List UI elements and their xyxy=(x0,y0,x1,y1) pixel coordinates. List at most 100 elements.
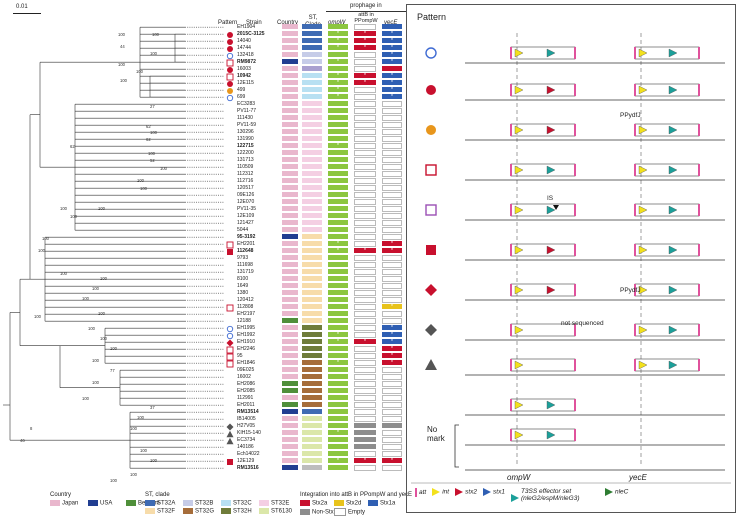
attb-cell xyxy=(354,297,376,304)
attb-cell xyxy=(354,262,376,269)
pattern-marker xyxy=(226,332,234,339)
legend-label: ST32G xyxy=(195,508,215,515)
st-cell xyxy=(302,185,322,192)
yece-cell xyxy=(382,115,402,122)
gene-arrow xyxy=(638,245,648,255)
legend-st-item: ST32B xyxy=(183,500,221,507)
legend-label: ST6130 xyxy=(271,508,293,515)
strain-label: 5044 xyxy=(237,226,249,233)
st-cell xyxy=(302,178,322,185)
yece-cell: * xyxy=(382,304,402,311)
st-cell xyxy=(302,409,322,416)
bootstrap-label: 100 xyxy=(140,448,148,453)
yece-cell xyxy=(382,297,402,304)
country-cell xyxy=(282,31,298,38)
yece-cell: * xyxy=(382,241,402,248)
strain-label: 9793 xyxy=(237,254,249,261)
att-mark xyxy=(574,359,576,371)
legend-integration-item: Stx1a xyxy=(368,500,402,507)
att-mark xyxy=(698,204,700,216)
legend-st-item: ST32F xyxy=(145,507,183,515)
pattern-marker xyxy=(226,437,234,444)
gene-arrow xyxy=(514,165,524,175)
bootstrap-label: 8 xyxy=(30,426,33,431)
legend-label: ST32F xyxy=(157,508,176,515)
attb-cell xyxy=(354,423,376,430)
st-cell xyxy=(302,276,322,283)
strain-label: EH1995 xyxy=(237,324,256,331)
legend-swatch xyxy=(368,500,378,506)
legend-st-item: ST32A xyxy=(145,500,183,507)
ompw-cell: * xyxy=(328,248,348,255)
ppydfj-label-1: PPydfJ xyxy=(620,112,641,119)
strain-label: 132418 xyxy=(237,51,254,58)
ompw-cell xyxy=(328,262,348,269)
attb-cell xyxy=(354,451,376,458)
yece-cell xyxy=(382,255,402,262)
st-cell xyxy=(302,374,322,381)
pattern-marker xyxy=(227,458,233,465)
strain-label: 1649 xyxy=(237,282,249,289)
gene-arrow xyxy=(668,325,678,335)
legend-gene-icon xyxy=(432,488,441,496)
ompw-cell: * xyxy=(328,143,348,150)
strain-label: Ech14022 xyxy=(237,450,260,457)
strain-label: 122715 xyxy=(237,142,254,149)
yece-cell xyxy=(382,381,402,388)
legend-swatch xyxy=(221,500,231,506)
attb-cell xyxy=(354,115,376,122)
ompw-cell: * xyxy=(328,360,348,367)
st-cell xyxy=(302,360,322,367)
gene-arrow xyxy=(546,205,556,215)
att-mark xyxy=(510,84,512,96)
ompw-cell: * xyxy=(328,87,348,94)
bootstrap-label: 100 xyxy=(98,311,106,316)
att-mark xyxy=(698,324,700,336)
st-cell xyxy=(302,248,322,255)
ompw-cell xyxy=(328,171,348,178)
country-cell xyxy=(282,213,298,220)
country-cell xyxy=(282,199,298,206)
country-cell xyxy=(282,220,298,227)
attb-cell xyxy=(354,87,376,94)
ompw-cell xyxy=(328,157,348,164)
st-cell xyxy=(302,73,322,80)
strain-label: 111698 xyxy=(237,261,253,268)
att-mark xyxy=(634,359,636,371)
attb-cell xyxy=(354,66,376,73)
gene-arrow xyxy=(638,48,648,58)
strain-label: KIH15-140 xyxy=(237,429,261,436)
ompw-cell xyxy=(328,444,348,451)
gene-arrow xyxy=(668,125,678,135)
strain-label: 12E115 xyxy=(237,79,254,86)
yece-cell xyxy=(382,150,402,157)
bootstrap-label: 100 xyxy=(98,206,106,211)
country-cell xyxy=(282,206,298,213)
pattern-open-red-square xyxy=(425,164,437,176)
country-cell xyxy=(282,395,298,402)
ompw-cell: * xyxy=(328,80,348,87)
ompw-cell xyxy=(328,367,348,374)
attb-cell: * xyxy=(354,80,376,87)
strain-label: EC3734 xyxy=(237,436,256,443)
st-cell xyxy=(302,318,322,325)
pattern-marker xyxy=(226,52,234,59)
att-mark xyxy=(574,324,576,336)
ompw-cell: * xyxy=(328,332,348,339)
bootstrap-label: 27 xyxy=(150,104,155,109)
ompw-cell xyxy=(328,276,348,283)
panel-legend-item: T3SS effector set (nleG2/espM/nleG3) xyxy=(510,488,599,503)
yece-cell: * xyxy=(382,353,402,360)
strain-label: 112716 xyxy=(237,177,254,184)
legend-label: ST32C xyxy=(233,500,252,507)
bootstrap-label: 100 xyxy=(60,206,68,211)
country-cell xyxy=(282,38,298,45)
legend-gene-label: stx1 xyxy=(493,488,505,496)
legend-swatch xyxy=(259,500,269,506)
att-mark xyxy=(574,204,576,216)
ompw-cell xyxy=(328,220,348,227)
ompw-cell xyxy=(328,164,348,171)
ompw-cell xyxy=(328,178,348,185)
attb-cell xyxy=(354,367,376,374)
